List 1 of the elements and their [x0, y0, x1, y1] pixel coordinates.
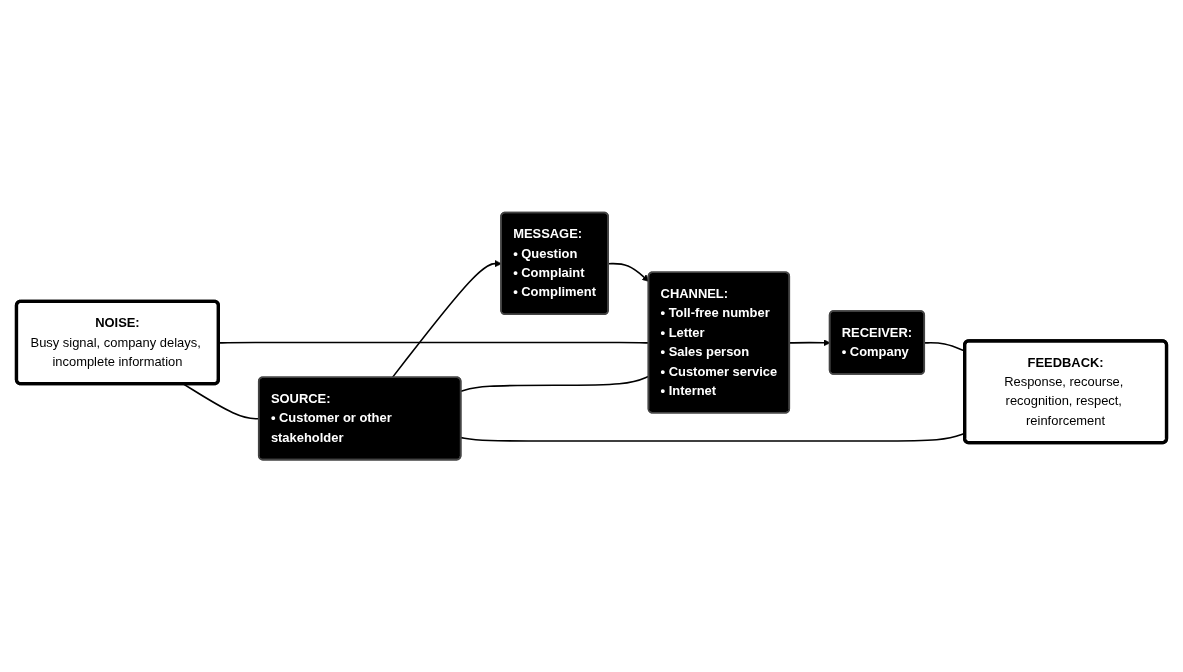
arrow — [391, 260, 502, 379]
